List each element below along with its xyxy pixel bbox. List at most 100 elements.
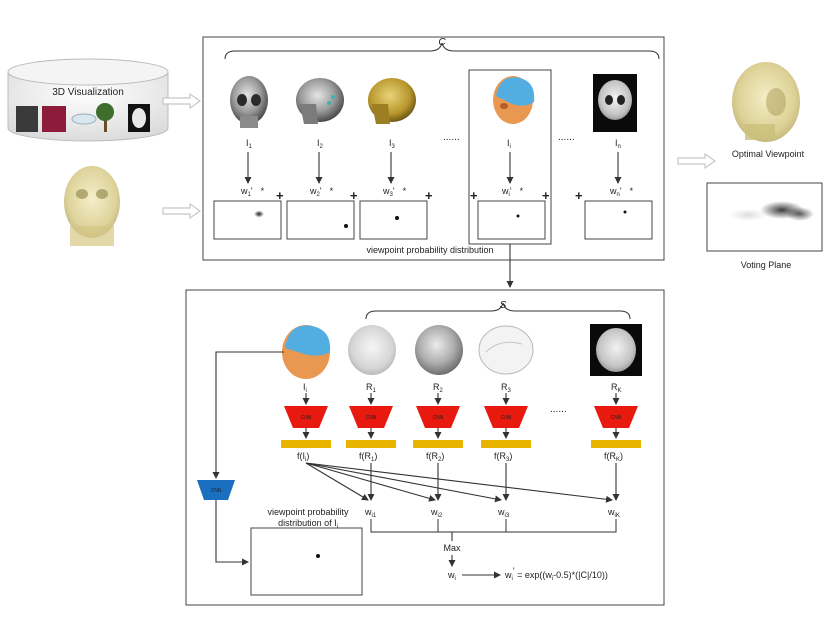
feature-label-4: f(RK) [604, 451, 623, 463]
bottom-set-label: S [500, 300, 507, 311]
bottom-panel [185, 289, 665, 606]
input-label-2: R2 [433, 382, 444, 394]
reference-image-1 [348, 325, 396, 375]
viewpoint-distribution-box [250, 527, 363, 596]
thumb-fish-icon [71, 113, 97, 125]
voting-plane [706, 182, 823, 252]
database-label: 3D Visualization [52, 87, 124, 98]
weight-label-n: wn'* [609, 186, 634, 198]
thumb-flower-icon [42, 106, 66, 132]
top-ellipsis-2: ...... [558, 132, 575, 143]
dist-box-n [584, 200, 653, 240]
optimal-viewpoint-label: Optimal Viewpoint [732, 149, 805, 159]
cnn-label-0: CNN [301, 415, 312, 421]
plus-3: + [425, 188, 433, 203]
sim-weight-2: wi2 [430, 507, 443, 519]
bottom-set-brace [365, 302, 631, 320]
top-ellipsis-1: ...... [443, 132, 460, 143]
input-label-1: R1 [366, 382, 377, 394]
view-image-3 [368, 78, 416, 124]
feature-bar-2 [413, 440, 463, 448]
dist-label-line2: distribution of Ii [278, 518, 338, 530]
sim-weight-k: wiK [607, 507, 620, 519]
input-image-i [282, 325, 331, 379]
cmp-arrow-i-r1 [305, 462, 369, 501]
plus-4: + [470, 188, 478, 203]
cnn-block-4 [594, 406, 638, 428]
hollow-arrow-db-to-views [162, 92, 202, 110]
plus-5: + [542, 188, 550, 203]
max-label: Max [443, 543, 461, 553]
plus-6: + [575, 188, 583, 203]
max-bracket [370, 519, 617, 533]
reference-image-3 [478, 325, 534, 375]
cnn-label-viewpoint: CNN [211, 488, 222, 494]
feature-label-0: f(Ii) [297, 451, 309, 463]
cnn-block-2 [416, 406, 460, 428]
top-set-label: C [438, 37, 446, 48]
cmp-arrow-i-rk [305, 462, 613, 503]
cnn-label-2: CNN [433, 415, 444, 421]
view-image-i [493, 76, 535, 124]
thumb-tree-icon [96, 103, 114, 132]
reference-image-k [590, 324, 642, 376]
dist-box-3 [359, 200, 428, 240]
cnn-block-1 [349, 406, 393, 428]
feature-bar-1 [346, 440, 396, 448]
cmp-arrow-i-r3 [305, 462, 502, 503]
weight-label-3: w3'* [382, 186, 407, 198]
view-image-1 [230, 76, 268, 128]
plus-2: + [350, 188, 358, 203]
max-result: wi [447, 570, 456, 582]
dist-box-i [477, 200, 546, 240]
bottom-columns: Ii CNN f(Ii) R1 CNN f(R1) R2 CNN f(R2) R… [281, 382, 641, 463]
dist-box-1 [213, 200, 282, 240]
weight-label-i: wi'* [501, 186, 524, 198]
view-image-2 [296, 78, 344, 124]
arrow-input-to-blue-cnn [212, 351, 284, 479]
feature-label-1: f(R1) [359, 451, 377, 463]
weight-formula: wi' = exp((wi-0.5)*(|C|/10)) [504, 566, 608, 582]
input-label-0: Ii [303, 382, 307, 394]
view-label-1: I1 [246, 138, 253, 150]
hollow-arrow-volume-to-dist [162, 202, 202, 220]
plus-1: + [276, 188, 284, 203]
distribution-label: viewpoint probability distribution [366, 245, 493, 255]
sim-weight-1: wi1 [364, 507, 377, 519]
sim-weight-3: wi3 [497, 507, 510, 519]
view-label-3: I3 [389, 138, 396, 150]
hollow-arrow-to-output [677, 152, 717, 170]
feature-label-2: f(R2) [426, 451, 444, 463]
cnn-block-viewpoint [197, 480, 235, 500]
feature-bar-0 [281, 440, 331, 448]
input-volume-head [64, 166, 120, 246]
cnn-block-3 [484, 406, 528, 428]
top-panel [202, 36, 665, 261]
top-set-brace [224, 42, 660, 60]
view-label-2: I2 [317, 138, 324, 150]
feature-label-3: f(R3) [494, 451, 512, 463]
cnn-block-0 [284, 406, 328, 428]
dist-box-2 [286, 200, 355, 240]
feature-bar-3 [481, 440, 531, 448]
view-label-n: In [615, 138, 621, 150]
cnn-label-1: CNN [366, 415, 377, 421]
dist-label-line1: viewpoint probability [267, 507, 349, 517]
thumb-engine-icon [16, 106, 38, 132]
cnn-label-3: CNN [501, 415, 512, 421]
feature-bar-4 [591, 440, 641, 448]
optimal-viewpoint-image [732, 62, 800, 142]
weight-label-1: w1'* [240, 186, 265, 198]
input-label-3: R3 [501, 382, 512, 394]
arrow-blue-cnn-to-dist [215, 500, 249, 566]
cnn-label-4: CNN [611, 415, 622, 421]
weight-label-2: w2'* [309, 186, 334, 198]
bottom-ellipsis: ...... [550, 404, 567, 415]
voting-plane-label: Voting Plane [741, 260, 792, 270]
view-image-n [593, 74, 637, 132]
view-label-i: Ii [507, 138, 511, 150]
input-label-4: RK [611, 382, 622, 394]
reference-image-2 [415, 325, 463, 375]
dataset-database: 3D Visualization [7, 58, 169, 142]
